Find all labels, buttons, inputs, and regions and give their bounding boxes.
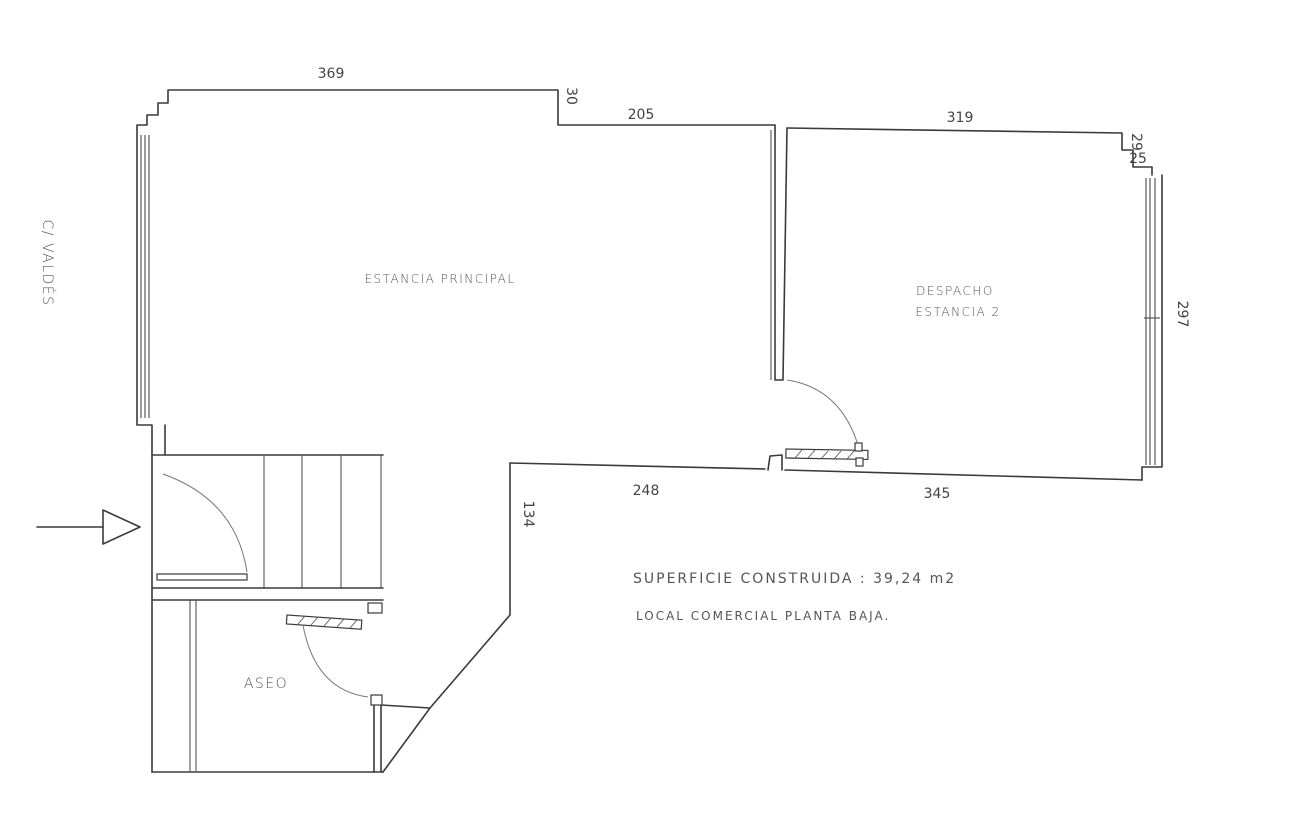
dim-top-main: 369 [318, 66, 345, 82]
room-label-office-line1: DESPACHO [916, 284, 994, 298]
dim-right-office: 297 [1174, 301, 1190, 328]
note-surface: SUPERFICIE CONSTRUIDA : 39,24 m2 [633, 571, 956, 587]
room-label-office-line2: ESTANCIA 2 [915, 305, 1000, 319]
bathroom [189, 600, 431, 773]
partition-wall [770, 124, 788, 381]
dim-top-middle: 205 [628, 107, 655, 123]
room-label-bathroom: ASEO [244, 676, 288, 692]
left-window [140, 135, 150, 418]
office-door [767, 379, 869, 471]
office-bottom-wall [784, 469, 1143, 481]
right-window [1144, 178, 1160, 465]
street-label: C/ VALDÉS [39, 219, 56, 306]
dim-bottom-office: 345 [924, 486, 951, 502]
note-usage: LOCAL COMERCIAL PLANTA BAJA. [636, 609, 890, 623]
office-right-wall [1141, 174, 1163, 481]
entrance-vestibule [151, 454, 384, 614]
dim-step-office-b: 25 [1129, 151, 1147, 167]
dim-bottom-middle: 248 [633, 483, 660, 499]
middle-bottom-wall [509, 462, 766, 470]
dim-diagonal: 134 [520, 501, 536, 528]
dim-step-office-a: 29 [1128, 133, 1144, 151]
dim-top-office: 319 [947, 110, 974, 126]
left-wall [136, 89, 776, 456]
lower-right-wall [382, 462, 511, 773]
dim-step-small: 30 [563, 87, 579, 105]
room-label-main: ESTANCIA PRINCIPAL [364, 272, 515, 286]
entrance-arrow-icon [36, 509, 141, 545]
outer-walls [136, 89, 1163, 773]
office-top-wall [786, 127, 1153, 176]
